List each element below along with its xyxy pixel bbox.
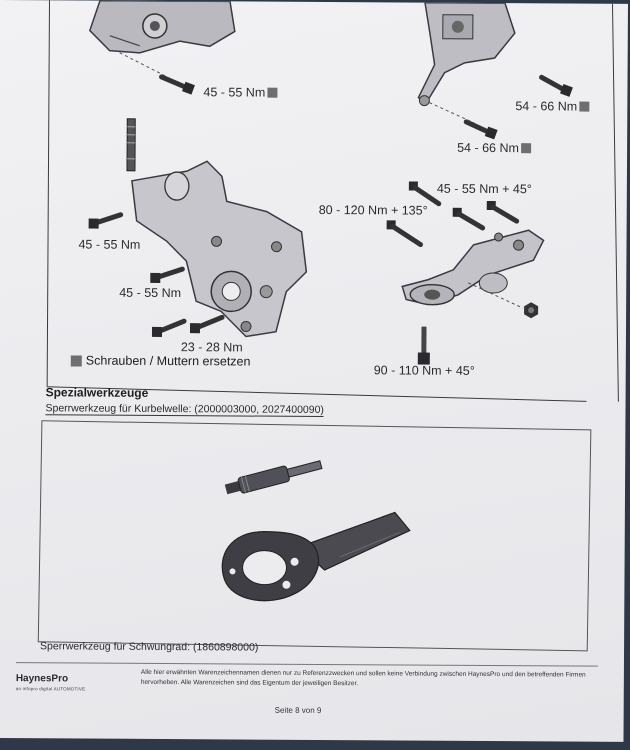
haynespro-logo: HaynesPro bbox=[15, 673, 69, 685]
torque-value: 45 - 55 Nm + 45° bbox=[436, 181, 532, 197]
engine-bracket-illustration bbox=[131, 160, 308, 338]
torque-value: 54 - 66 Nm bbox=[515, 99, 578, 114]
bolt-icon bbox=[386, 220, 424, 248]
leader-line bbox=[429, 102, 475, 124]
bolt-icon bbox=[151, 318, 187, 337]
section-heading: Spezialwerkzeuge bbox=[45, 385, 149, 400]
torque-value: 45 - 55 Nm bbox=[78, 237, 141, 252]
bolt-icon bbox=[417, 326, 430, 365]
flywheel-tool-label: Sperrwerkzeug für Schwungrad: (186089800… bbox=[40, 640, 259, 654]
torque-value: 90 - 110 Nm + 45° bbox=[373, 363, 475, 378]
trademark-disclaimer: Alle hier erwähnten Warenzeichennamen di… bbox=[140, 668, 586, 688]
torque-label-5: 45 - 55 Nm bbox=[119, 286, 181, 300]
bolt-icon bbox=[150, 266, 185, 283]
leader-line bbox=[468, 282, 524, 309]
replace-marker-icon bbox=[267, 87, 278, 98]
torque-label-3: 54 - 66 Nm bbox=[457, 141, 531, 155]
replace-marker-icon bbox=[579, 101, 590, 112]
replace-marker-icon bbox=[520, 143, 531, 154]
bolt-icon bbox=[189, 314, 225, 334]
torque-label-4: 45 - 55 Nm bbox=[78, 237, 140, 251]
page-number: Seite 8 von 9 bbox=[274, 705, 322, 715]
crankshaft-locking-pin-illustration bbox=[224, 460, 323, 495]
nut-icon bbox=[524, 302, 539, 319]
bolt-icon bbox=[463, 119, 498, 140]
torque-value: 54 - 66 Nm bbox=[457, 140, 519, 156]
leader-line bbox=[119, 52, 170, 79]
torque-label-2: 54 - 66 Nm bbox=[515, 99, 590, 114]
bolt-icon bbox=[452, 207, 486, 231]
flywheel-locking-tool-illustration bbox=[221, 511, 411, 602]
torque-value: 23 - 28 Nm bbox=[180, 340, 243, 355]
torque-value: 45 - 55 Nm bbox=[119, 285, 182, 301]
bolt-icon bbox=[408, 181, 442, 207]
bolt-icon bbox=[486, 200, 520, 224]
crankshaft-tool-label: Sperrwerkzeug für Kurbelwelle: (20000030… bbox=[45, 402, 324, 417]
stud-bolt-icon bbox=[126, 118, 136, 172]
replace-marker-icon bbox=[70, 355, 82, 367]
torque-label-9: 90 - 110 Nm + 45° bbox=[374, 363, 475, 378]
legend-text: Schrauben / Muttern ersetzen bbox=[85, 353, 251, 369]
footer-divider bbox=[15, 662, 598, 667]
engine-mount-top-left-illustration bbox=[88, 0, 236, 54]
bolt-icon bbox=[88, 212, 124, 229]
replace-legend: Schrauben / Muttern ersetzen bbox=[70, 353, 251, 369]
bolt-icon bbox=[539, 74, 573, 97]
haynespro-logo-subline: an infopro digital AUTOMOTIVE bbox=[15, 686, 86, 692]
torque-rod-illustration bbox=[401, 229, 545, 306]
engine-mount-top-right-illustration bbox=[417, 1, 516, 107]
torque-value: 45 - 55 Nm bbox=[203, 85, 266, 100]
torque-label-6: 23 - 28 Nm bbox=[181, 340, 243, 354]
bolt-icon bbox=[159, 74, 195, 95]
frame-left-line bbox=[46, 0, 50, 387]
torque-label-1: 45 - 55 Nm bbox=[203, 85, 278, 100]
torque-label-7: 45 - 55 Nm + 45° bbox=[437, 182, 532, 197]
frame-right-line bbox=[611, 3, 619, 402]
